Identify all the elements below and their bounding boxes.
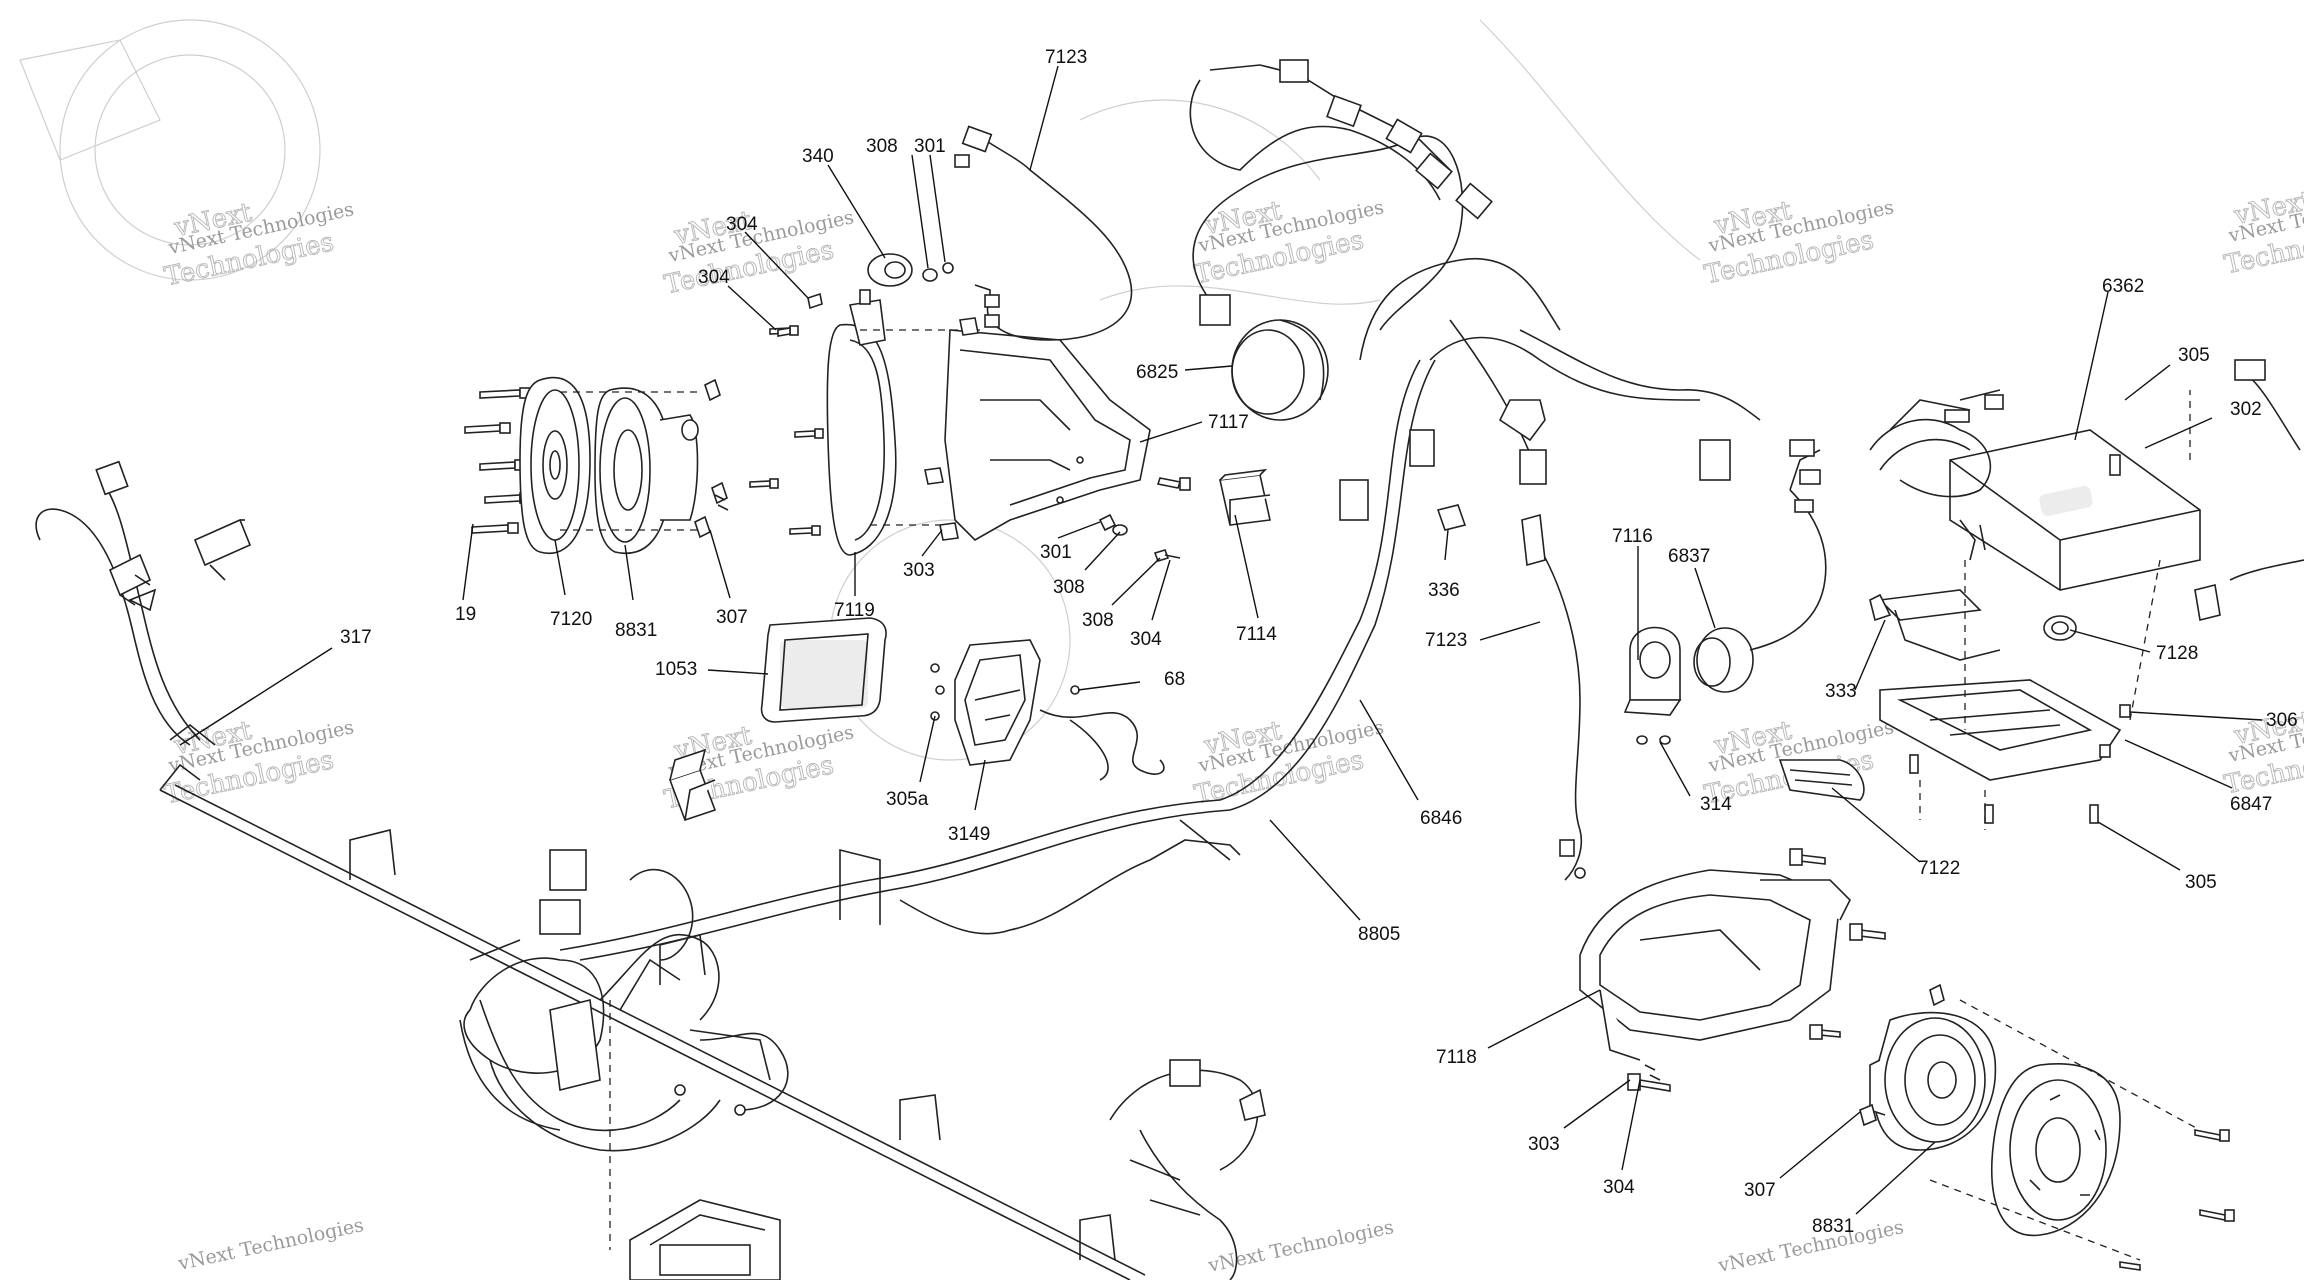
callout-7117: 7117 <box>1208 412 1249 433</box>
callout-304: 304 <box>1603 1177 1635 1198</box>
callout-7123: 7123 <box>1045 47 1087 68</box>
callout-303: 303 <box>1528 1134 1560 1155</box>
watermark-text: vNext Technologies <box>175 1214 365 1275</box>
callout-3149: 3149 <box>948 824 990 845</box>
background-sketch <box>19 19 1701 761</box>
callout-304: 304 <box>698 267 730 288</box>
callout-6846: 6846 <box>1420 808 1462 829</box>
callout-8831: 8831 <box>1812 1216 1854 1237</box>
callout-7114: 7114 <box>1236 624 1277 645</box>
callout-7116: 7116 <box>1612 526 1653 547</box>
callout-68: 68 <box>1164 669 1185 690</box>
watermark-text: vNext Technologies <box>1205 1216 1395 1277</box>
callout-333: 333 <box>1825 681 1857 702</box>
callout-307: 307 <box>1744 1180 1776 1201</box>
callout-7119: 7119 <box>834 600 875 621</box>
callout-7123: 7123 <box>1425 630 1467 651</box>
callout-305: 305 <box>2185 872 2217 893</box>
callout-303: 303 <box>903 560 935 581</box>
callout-301: 301 <box>1040 542 1072 563</box>
callout-308: 308 <box>1082 610 1114 631</box>
left-speaker-assembly <box>464 125 1329 822</box>
callout-7120: 7120 <box>550 609 592 630</box>
callout-301: 301 <box>914 136 946 157</box>
callout-6825: 6825 <box>1136 362 1178 383</box>
callout-305a: 305a <box>886 789 929 810</box>
amplifier-assembly <box>1436 359 2304 881</box>
callout-8831: 8831 <box>615 620 657 641</box>
callout-308: 308 <box>1053 577 1085 598</box>
callout-302: 302 <box>2230 399 2262 420</box>
right-speaker-assembly <box>1579 848 2235 1271</box>
callout-8805: 8805 <box>1358 924 1400 945</box>
callout-7118: 7118 <box>1436 1047 1477 1068</box>
callout-304: 304 <box>1130 629 1162 650</box>
callout-304: 304 <box>726 214 758 235</box>
callout-340: 340 <box>802 146 834 167</box>
callout-6847: 6847 <box>2230 794 2272 815</box>
callout-6837: 6837 <box>1668 546 1710 567</box>
callout-308: 308 <box>866 136 898 157</box>
leader-lines <box>179 65 2263 1215</box>
callout-306: 306 <box>2266 710 2298 731</box>
watermark-text: vNext Technologies <box>1715 1216 1905 1277</box>
callout-7128: 7128 <box>2156 643 2198 664</box>
callout-labels: 7123 340 308 301 304 304 6825 7117 301 3… <box>340 47 2298 1237</box>
callout-1053: 1053 <box>655 659 697 680</box>
main-wiring-harness <box>35 59 1761 1281</box>
callout-19: 19 <box>455 604 476 625</box>
callout-7122: 7122 <box>1918 858 1960 879</box>
callout-336: 336 <box>1428 580 1460 601</box>
callout-6362: 6362 <box>2102 276 2144 297</box>
callout-317: 317 <box>340 627 372 648</box>
callout-314: 314 <box>1700 794 1732 815</box>
callout-307: 307 <box>716 607 748 628</box>
callout-305: 305 <box>2178 345 2210 366</box>
